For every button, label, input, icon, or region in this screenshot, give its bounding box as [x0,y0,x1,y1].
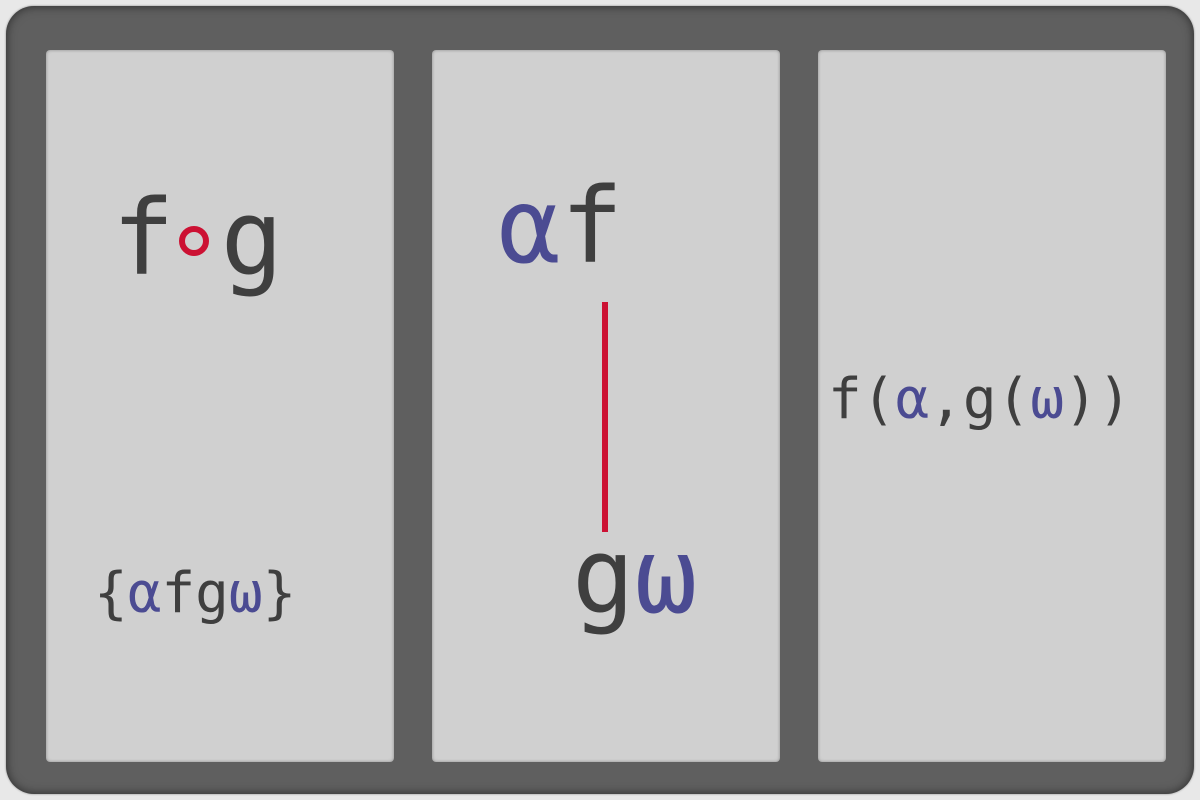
symbol-f: f [112,177,175,299]
symbol-f: f [161,561,196,626]
set-expression: {αfgω} [94,566,296,622]
panel-application: f(α,g(ω)) [818,50,1166,762]
comma: , [929,367,963,432]
symbol-alpha: α [127,561,162,626]
paren-close: )) [1064,367,1132,432]
tree-link-line [602,302,608,532]
symbol-g: g [962,367,997,432]
paren-open-inner: ( [996,367,1031,432]
symbol-omega: ω [1030,367,1065,432]
paren-open: ( [861,367,896,432]
symbol-g: g [220,177,284,299]
symbol-alpha: α [895,367,930,432]
tree-top-node: αf [498,174,623,278]
tree-bottom-node: gω [572,524,697,628]
symbol-omega: ω [228,561,263,626]
brace-open: { [94,561,128,626]
compose-ring-icon [178,226,209,256]
application-expression: f(α,g(ω)) [828,372,1131,428]
symbol-alpha: α [498,165,561,287]
brace-close: } [262,561,297,626]
symbol-g: g [195,561,229,626]
symbol-f: f [828,367,862,432]
symbol-f: f [560,165,624,287]
symbol-g: g [572,515,635,637]
symbol-omega: ω [634,515,698,637]
panel-tree: αf gω [432,50,780,762]
